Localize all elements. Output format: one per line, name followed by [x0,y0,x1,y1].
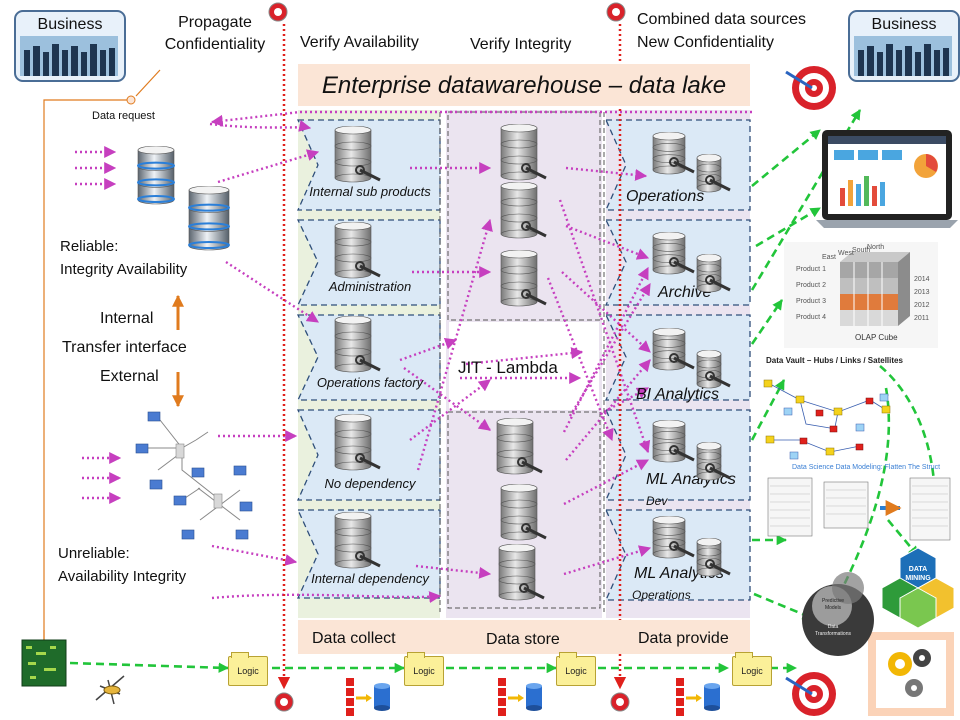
logic-label: Logic [565,666,587,676]
logic-folder-icon: Logic [404,652,444,686]
transform-line2: Transformations [815,631,851,637]
database-icon [696,442,731,481]
bottom-band [298,620,750,654]
reliable-line2: Integrity Availability [60,261,188,278]
logic-label: Logic [741,666,763,676]
olap-product-label: Product 4 [796,314,826,321]
collect-item-label: No dependency [324,476,416,491]
database-icon [652,132,695,175]
database-icon [334,414,381,471]
mining-line2: MINING [905,575,931,582]
database-icon [496,418,543,475]
database-icon [334,222,381,279]
database-icon [334,126,381,183]
business-label-left: Business [37,16,103,33]
database-icon [500,484,547,541]
jit-lambda-label: JIT - Lambda [458,358,558,377]
olap-product-label: Product 3 [796,298,826,305]
bottom-label: Data store [486,631,560,648]
database-icon [500,182,547,239]
business-people-icon [20,36,118,76]
logic-label: Logic [237,666,259,676]
database-icon [652,420,695,463]
combined-line2: New Confidentiality [637,34,774,51]
verify-availability-label: Verify Availability [300,34,419,51]
data-request-label: Data request [92,110,155,122]
predictive-line2: Models [824,605,842,611]
data-vault-subtitle: Data Science Data Modeling: Flatten The … [792,464,941,471]
olap-product-label: Product 1 [796,266,826,273]
olap-year-label: 2014 [914,276,930,283]
bottom-label: Data collect [312,630,396,647]
database-icon [498,544,545,601]
business-box-left: Business [14,10,126,82]
database-icon [500,250,547,307]
database-icon [334,316,381,373]
data-transfer-icon [498,678,542,716]
database-icon [696,154,731,193]
reliable-line1: Reliable: [60,238,119,255]
mining-line1: DATA [908,566,928,573]
database-icon [137,146,175,205]
database-icon [696,538,731,577]
predictive-line1: Predictive [822,598,844,604]
olap-year-label: 2013 [914,289,930,296]
database-icon [696,350,731,389]
provide-item-label: Operations [626,188,705,205]
data-vault-title: Data Vault – Hubs / Links / Satellites [766,356,903,365]
collect-item-label: Internal dependency [311,571,429,586]
logic-folder-icon: Logic [228,652,268,686]
olap-region-label: West [838,250,854,257]
provide-item-sub: Dev [646,494,668,508]
transform-line1: Data [827,624,839,630]
database-icon [652,232,695,275]
data-transfer-icon [346,678,390,716]
collect-item-label: Internal sub products [309,184,431,199]
propagate-line2: Confidentiality [164,36,266,53]
diagram-title: Enterprise datawarehouse – data lake [321,72,727,99]
olap-year-label: 2012 [914,302,930,309]
business-box-right: Business [848,10,960,82]
provide-item-label: BI Analytics [636,386,719,403]
transfer-interface-label: Transfer interface [62,339,187,356]
business-label-right: Business [871,16,937,33]
collect-item-label: Administration [328,279,412,294]
olap-product-label: Product 2 [796,282,826,289]
internal-label: Internal [100,310,154,327]
database-icon [334,512,381,569]
verify-integrity-label: Verify Integrity [470,36,572,53]
database-icon [696,254,731,293]
logic-folder-icon: Logic [556,652,596,686]
external-label: External [100,368,159,385]
olap-region-label: South [852,247,871,254]
database-icon [500,124,547,181]
provide-item-sub: Operations [632,588,691,602]
olap-year-label: 2011 [914,315,930,322]
title-band: Enterprise datawarehouse – data lake [298,64,750,106]
database-icon [652,328,695,371]
unreliable-line2: Availability Integrity [58,568,187,585]
unreliable-line1: Unreliable: [58,545,130,562]
collect-item-label: Operations factory [316,375,424,390]
logic-label: Logic [413,666,435,676]
logic-folder-icon: Logic [732,652,772,686]
business-people-icon [854,36,952,76]
database-icon [188,186,230,251]
olap-region-label: East [822,254,837,261]
data-transfer-icon [676,678,720,716]
olap-caption: OLAP Cube [855,333,898,342]
combined-line1: Combined data sources [637,11,806,28]
olap-region-label: North [867,244,885,251]
propagate-line1: Propagate [178,14,252,31]
bottom-label: Data provide [638,630,729,647]
database-icon [652,516,695,559]
